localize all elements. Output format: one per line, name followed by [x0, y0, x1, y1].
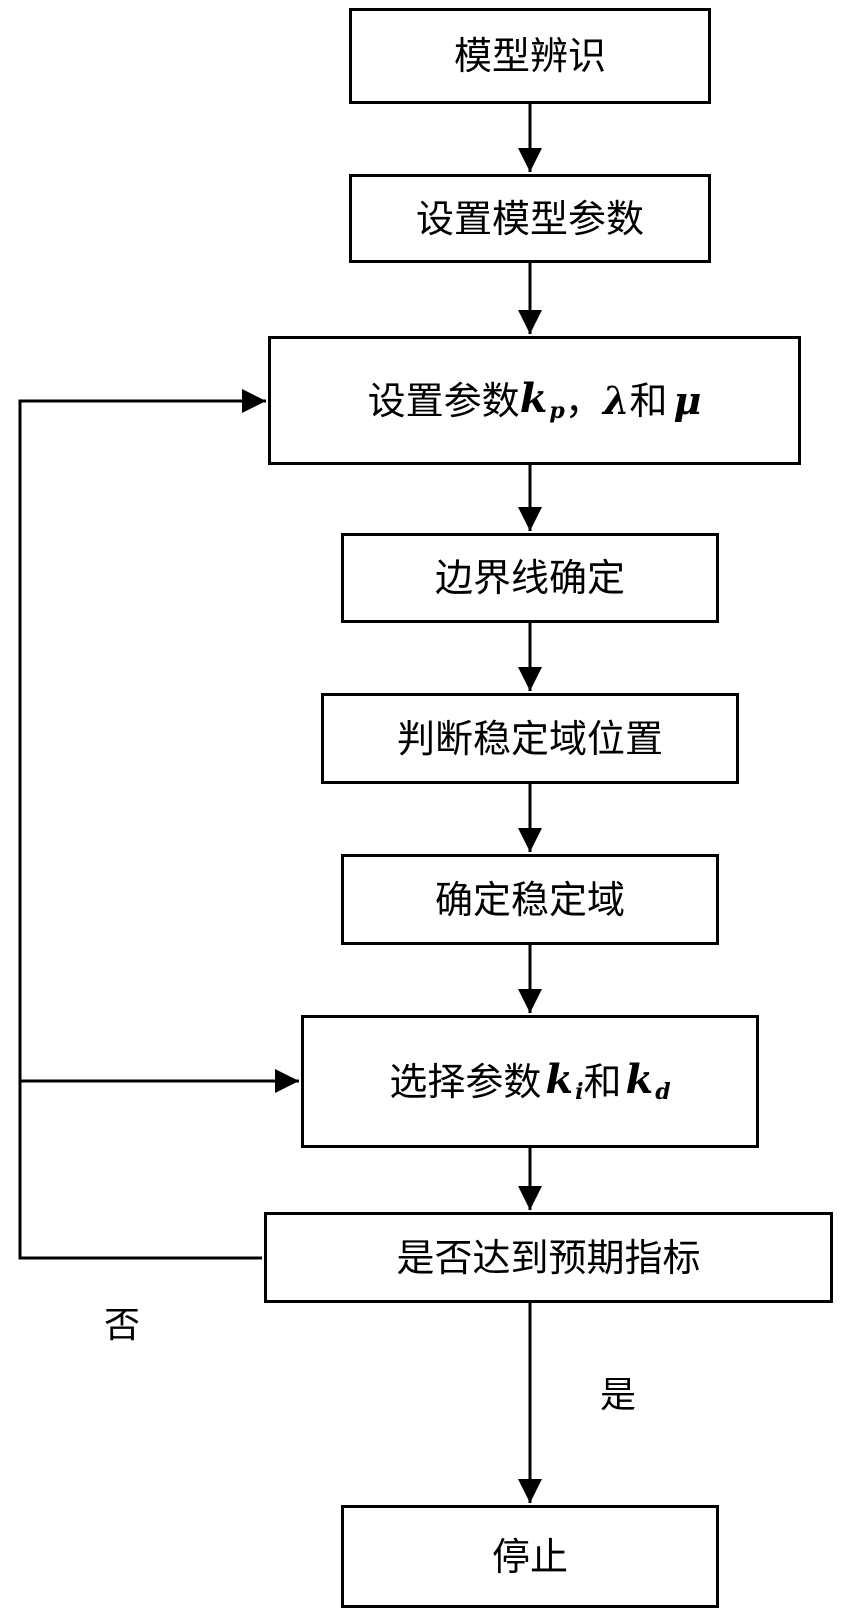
ki-symbol: ki [545, 1060, 583, 1103]
feedback-loop-line [20, 401, 266, 1258]
step-label: 是否达到预期指标 [396, 1239, 700, 1277]
kd-base: k [626, 1056, 654, 1103]
step-label: 确定稳定域 [435, 881, 625, 919]
kd-symbol: kd [626, 1060, 671, 1103]
step-label: 边界线确定 [435, 559, 625, 597]
step-label: 判断稳定域位置 [397, 720, 663, 758]
step-boundary-determination: 边界线确定 [341, 533, 719, 623]
and-text: 和 [629, 382, 667, 420]
kp-base: k [520, 375, 548, 422]
step-label: 停止 [492, 1538, 568, 1576]
step-label: 设置参数 [368, 382, 520, 420]
lambda-symbol: λ [603, 382, 630, 420]
and-text: 和 [583, 1063, 621, 1101]
ki-subscript: i [575, 1079, 583, 1105]
step-set-model-params: 设置模型参数 [349, 174, 711, 263]
comma: ， [565, 382, 603, 420]
kd-subscript: d [655, 1079, 670, 1105]
step-stop: 停止 [341, 1505, 719, 1608]
kp-subscript: p [549, 398, 564, 424]
step-determine-stable-region: 确定稳定域 [341, 854, 719, 945]
step-label: 选择参数 [389, 1063, 541, 1101]
step-judge-stable-region: 判断稳定域位置 [321, 693, 739, 784]
ki-base: k [545, 1056, 573, 1103]
step-select-params: 选择参数 ki 和 kd [301, 1015, 759, 1148]
step-label: 设置模型参数 [416, 200, 644, 238]
step-label: 模型辨识 [454, 37, 606, 75]
branch-label-no: 否 [104, 1308, 140, 1344]
step-check-target: 是否达到预期指标 [264, 1212, 833, 1303]
branch-label-yes: 是 [600, 1378, 636, 1414]
step-model-identification: 模型辨识 [349, 8, 711, 104]
mu-symbol: μ [673, 382, 701, 420]
kp-symbol: kp [520, 379, 565, 422]
step-set-params: 设置参数 kp ， λ 和 μ [268, 336, 801, 465]
